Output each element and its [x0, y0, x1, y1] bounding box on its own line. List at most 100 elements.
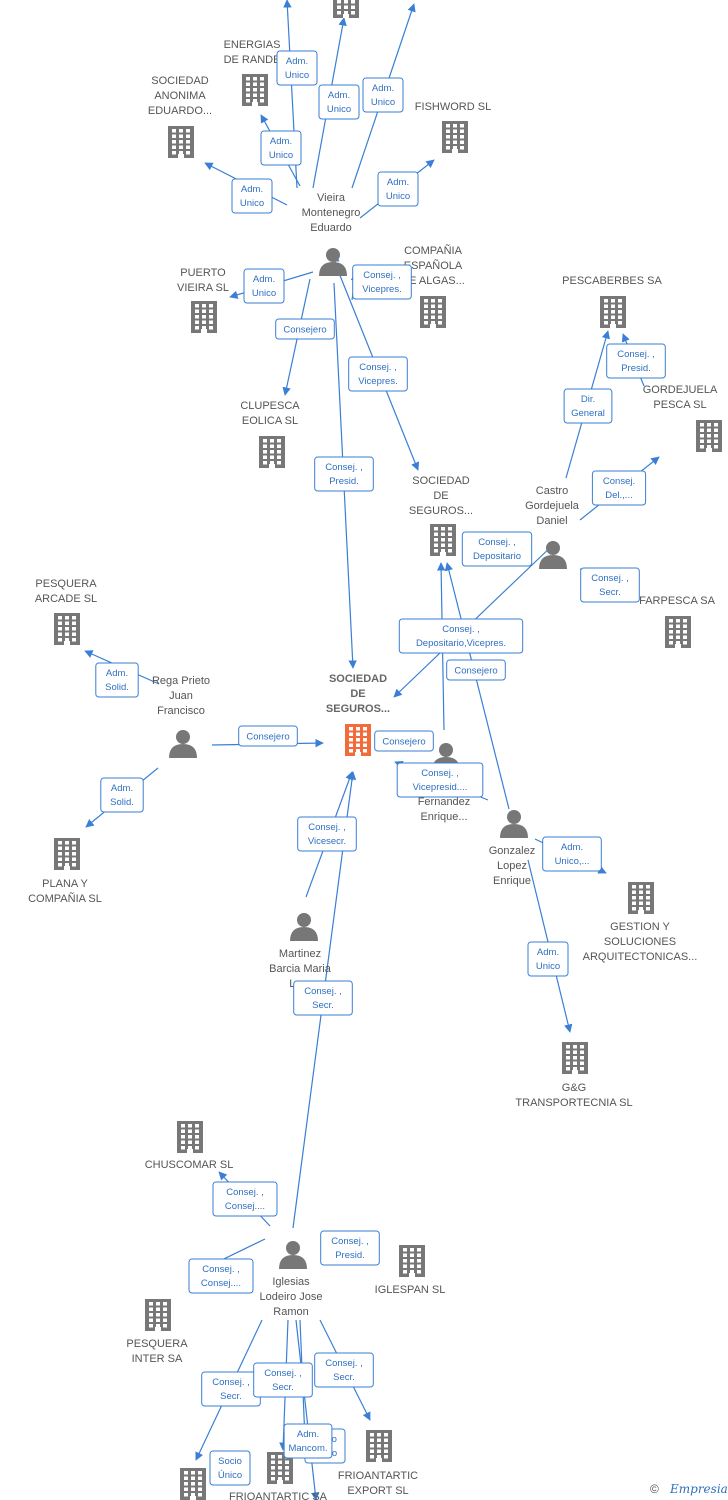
- building-icon[interactable]: [562, 1042, 588, 1074]
- building-icon[interactable]: [430, 524, 456, 556]
- node-focal[interactable]: SOCIEDADDESEGUROS...: [326, 673, 390, 756]
- relation-label[interactable]: Adm.Unico: [527, 941, 569, 977]
- relation-label[interactable]: Adm.Unico,...: [542, 836, 602, 872]
- person-icon[interactable]: [169, 730, 197, 758]
- relation-label[interactable]: Consej. ,Secr.: [314, 1352, 374, 1388]
- node-gestion[interactable]: GESTION YSOLUCIONESARQUITECTONICAS...: [583, 882, 698, 963]
- person-icon[interactable]: [290, 913, 318, 941]
- node-farpesca[interactable]: FARPESCA SA: [639, 595, 716, 648]
- building-icon[interactable]: [54, 838, 80, 870]
- building-icon[interactable]: [259, 436, 285, 468]
- relation-label[interactable]: Consej.Del.,...: [591, 470, 647, 506]
- building-icon[interactable]: [333, 0, 359, 18]
- relation-label[interactable]: Dir.General: [563, 388, 613, 424]
- building-icon[interactable]: [399, 1245, 425, 1277]
- relation-label[interactable]: Consej. ,Consej....: [188, 1258, 254, 1294]
- building-icon[interactable]: [54, 613, 80, 645]
- relation-label[interactable]: Consej. ,Vicepresid....: [396, 762, 484, 798]
- relation-label[interactable]: Adm.Solid.: [100, 777, 144, 813]
- relation-label[interactable]: Adm.Unico: [377, 171, 419, 207]
- building-icon[interactable]: [366, 1430, 392, 1462]
- relation-label-box: [398, 618, 524, 654]
- building-icon[interactable]: [191, 301, 217, 333]
- building-icon[interactable]: [442, 121, 468, 153]
- node-label-line: Barcia Maria: [269, 963, 332, 975]
- node-iglespan[interactable]: IGLESPAN SL: [375, 1245, 446, 1296]
- relation-label-text: Presid.: [335, 1250, 365, 1261]
- relation-label-text: Mancom.: [288, 1443, 327, 1454]
- person-icon[interactable]: [279, 1241, 307, 1269]
- relation-label[interactable]: Adm.Unico: [276, 50, 318, 86]
- node-label-line: Castro: [536, 485, 568, 497]
- node-pescaberbes[interactable]: PESCABERBES SA: [562, 275, 662, 328]
- building-icon[interactable]: [168, 126, 194, 158]
- relation-label[interactable]: Consej. ,Secr.: [201, 1371, 261, 1407]
- relation-label[interactable]: Adm.Mancom.: [283, 1423, 333, 1459]
- relation-label[interactable]: Consej. ,Vicesecr.: [297, 816, 357, 852]
- relation-label[interactable]: Adm.Unico: [362, 77, 404, 113]
- relation-label[interactable]: Consej. ,Depositario: [461, 531, 533, 567]
- relation-label[interactable]: Adm.Unico: [231, 178, 273, 214]
- relation-label[interactable]: Consej. ,Vicepres.: [352, 264, 412, 300]
- building-icon[interactable]: [145, 1299, 171, 1331]
- building-icon[interactable]: [600, 296, 626, 328]
- building-icon[interactable]: [628, 882, 654, 914]
- node-sociedad-seguros2[interactable]: SOCIEDADDESEGUROS...: [409, 475, 473, 556]
- relation-label[interactable]: Consejero: [446, 659, 506, 681]
- building-icon[interactable]: [696, 420, 722, 452]
- relation-label[interactable]: Adm.Unico: [243, 268, 285, 304]
- person-icon[interactable]: [539, 541, 567, 569]
- building-icon[interactable]: [177, 1121, 203, 1153]
- node-fishword[interactable]: FISHWORD SL: [415, 101, 491, 153]
- relation-label[interactable]: Consej. ,Presid.: [606, 343, 666, 379]
- node-top1[interactable]: [333, 0, 359, 18]
- relation-label-box: [238, 725, 298, 747]
- relation-label[interactable]: Consej. ,Vicepres.: [348, 356, 408, 392]
- relation-label[interactable]: Consej. ,Secr.: [293, 980, 353, 1016]
- node-chuscomar[interactable]: CHUSCOMAR SL: [145, 1121, 234, 1171]
- relation-label[interactable]: Consejero: [238, 725, 298, 747]
- brand-logo[interactable]: Empresia: [669, 1482, 728, 1496]
- relation-label[interactable]: Adm.Unico: [318, 84, 360, 120]
- focal-building-icon[interactable]: [345, 724, 371, 756]
- relation-label[interactable]: Consej. ,Secr.: [253, 1362, 313, 1398]
- relation-label[interactable]: Consejero: [275, 318, 335, 340]
- node-label-line: ARQUITECTONICAS...: [583, 951, 698, 963]
- building-icon[interactable]: [242, 74, 268, 106]
- person-icon[interactable]: [500, 810, 528, 838]
- node-label-line: Rega Prieto: [152, 675, 210, 687]
- building-icon[interactable]: [665, 616, 691, 648]
- relation-label[interactable]: Consej. ,Depositario,Vicepres.: [398, 618, 524, 654]
- building-icon[interactable]: [420, 296, 446, 328]
- relation-label[interactable]: Consej. ,Secr.: [580, 567, 640, 603]
- person-icon[interactable]: [319, 248, 347, 276]
- relation-label-text: Unico: [240, 198, 264, 209]
- relation-label[interactable]: Adm.Solid.: [95, 662, 139, 698]
- node-bottom-left[interactable]: [180, 1468, 206, 1500]
- relation-label[interactable]: Adm.Unico: [260, 130, 302, 166]
- node-fernandez[interactable]: FernandezEnrique...: [418, 743, 471, 823]
- relation-label[interactable]: Consej. ,Presid.: [320, 1230, 380, 1266]
- node-sociedad-anonima[interactable]: SOCIEDADANONIMAEDUARDO...: [148, 75, 212, 158]
- building-icon[interactable]: [180, 1468, 206, 1500]
- relation-label[interactable]: Consej. ,Presid.: [314, 456, 374, 492]
- relation-label[interactable]: Consej. ,Consej....: [212, 1181, 278, 1217]
- relation-label[interactable]: Consejero: [374, 730, 434, 752]
